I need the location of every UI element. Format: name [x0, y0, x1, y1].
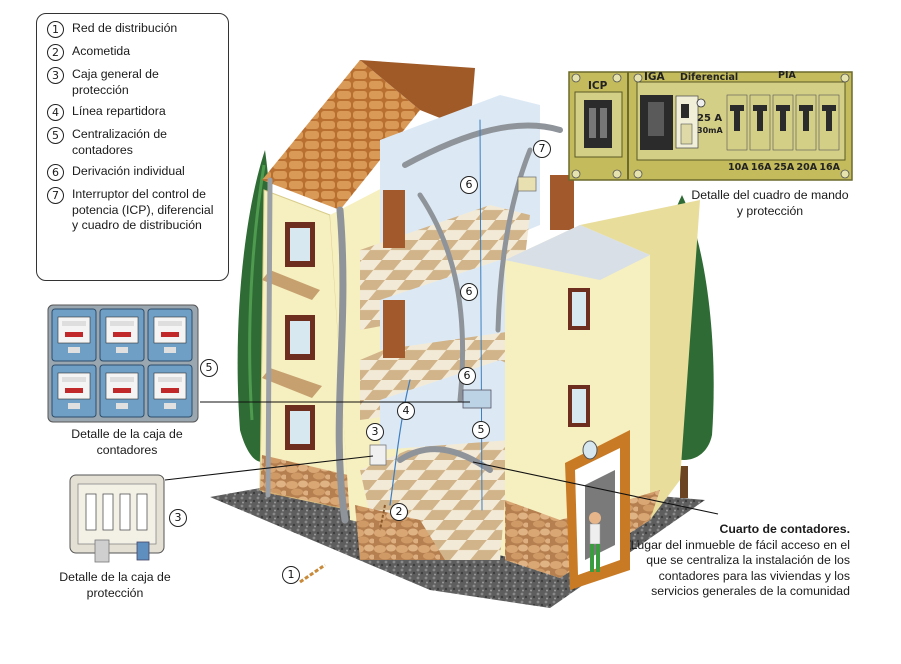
fuse — [136, 493, 148, 531]
building-right-block — [505, 200, 700, 590]
pia-breaker — [726, 94, 748, 151]
leader-lines — [164, 401, 719, 515]
pia-breaker — [818, 94, 840, 151]
legend-label: Centralización de contadores — [72, 127, 168, 157]
meter-room-callout: Cuarto de contadores. Lugar del inmueble… — [628, 522, 850, 600]
pia-breaker — [795, 94, 817, 151]
breaker-rating: 10A — [728, 162, 749, 173]
legend-item-2: 2 Acometida — [47, 44, 222, 61]
legend-item-4: 4 Línea repartidora — [47, 104, 222, 121]
breaker-rating: 16A — [819, 162, 840, 173]
legend-label: Caja general de protección — [72, 67, 159, 97]
badge-1: 1 — [282, 566, 300, 584]
diferencial-label: Diferencial — [680, 72, 739, 83]
electricity-meter — [147, 308, 193, 362]
badge-7: 7 — [533, 140, 551, 158]
roof — [262, 60, 475, 210]
legend-item-5: 5 Centralización de contadores — [47, 127, 222, 158]
fuse — [102, 493, 114, 531]
badge-3: 3 — [366, 423, 384, 441]
icp-label: ICP — [588, 80, 608, 92]
fuse — [119, 493, 131, 531]
differential-sensitivity: 30mA — [697, 126, 723, 135]
differential-current: 25 A — [697, 113, 723, 124]
legend-item-1: 1 Red de distribución — [47, 21, 222, 38]
badge-5: 5 — [472, 421, 490, 439]
badge-5-detail: 5 — [200, 359, 218, 377]
legend-item-7: 7 Interruptor del control de potencia (I… — [47, 187, 222, 234]
electrical-cables — [265, 119, 563, 524]
electricity-meter — [51, 364, 97, 418]
pia-breaker — [749, 94, 771, 151]
badge-6-top: 6 — [460, 176, 478, 194]
legend-number: 7 — [47, 187, 64, 204]
badge-4: 4 — [397, 402, 415, 420]
legend-number: 3 — [47, 67, 64, 84]
callout-title: Cuarto de contadores. — [719, 522, 850, 536]
meter-box-detail — [47, 304, 199, 423]
protection-box-detail — [69, 474, 165, 563]
electricity-meter — [99, 364, 145, 418]
badge-2: 2 — [390, 503, 408, 521]
badge-6-middle: 6 — [460, 283, 478, 301]
electricity-meter — [147, 364, 193, 418]
badge-6-bottom: 6 — [458, 367, 476, 385]
breaker-ratings: 10A 16A 25A 20A 16A — [728, 162, 840, 173]
meter-box-caption: Detalle de la caja de contadores — [71, 427, 183, 457]
legend-label: Acometida — [72, 44, 131, 58]
legend-number: 5 — [47, 127, 64, 144]
legend-number: 2 — [47, 44, 64, 61]
control-panel-detail — [568, 71, 853, 181]
legend-label: Interruptor del control de potencia (ICP… — [72, 187, 214, 232]
pia-breaker — [772, 94, 794, 151]
legend-number: 6 — [47, 164, 64, 181]
differential-rating: 25 A 30mA — [697, 113, 723, 137]
electricity-meter — [51, 308, 97, 362]
electricity-meter — [99, 308, 145, 362]
badge-3-detail: 3 — [169, 509, 187, 527]
legend-label: Derivación individual — [72, 164, 185, 178]
building-left-facade — [259, 189, 351, 511]
callout-body: Lugar del inmueble de fácil acceso en el… — [630, 537, 850, 599]
breaker-rating: 16A — [750, 162, 772, 173]
legend-label: Línea repartidora — [72, 104, 166, 118]
breaker-rating: 20A — [796, 162, 818, 173]
legend-number: 4 — [47, 104, 64, 121]
protection-box-caption: Detalle de la caja de protección — [59, 570, 171, 600]
person-figure — [589, 512, 601, 572]
legend-label: Red de distribución — [72, 21, 178, 35]
pia-label: PIA — [778, 70, 796, 81]
in-building-devices — [299, 176, 537, 584]
legend-item-6: 6 Derivación individual — [47, 164, 222, 181]
legend-item-3: 3 Caja general de protección — [47, 67, 222, 98]
iga-label: IGA — [644, 71, 665, 83]
control-panel-caption: Detalle del cuadro de mando y protección — [691, 188, 849, 218]
legend-number: 1 — [47, 21, 64, 38]
legend: 1 Red de distribución 2 Acometida 3 Caja… — [36, 13, 229, 281]
fuse — [85, 493, 97, 531]
breaker-rating: 25A — [773, 162, 795, 173]
